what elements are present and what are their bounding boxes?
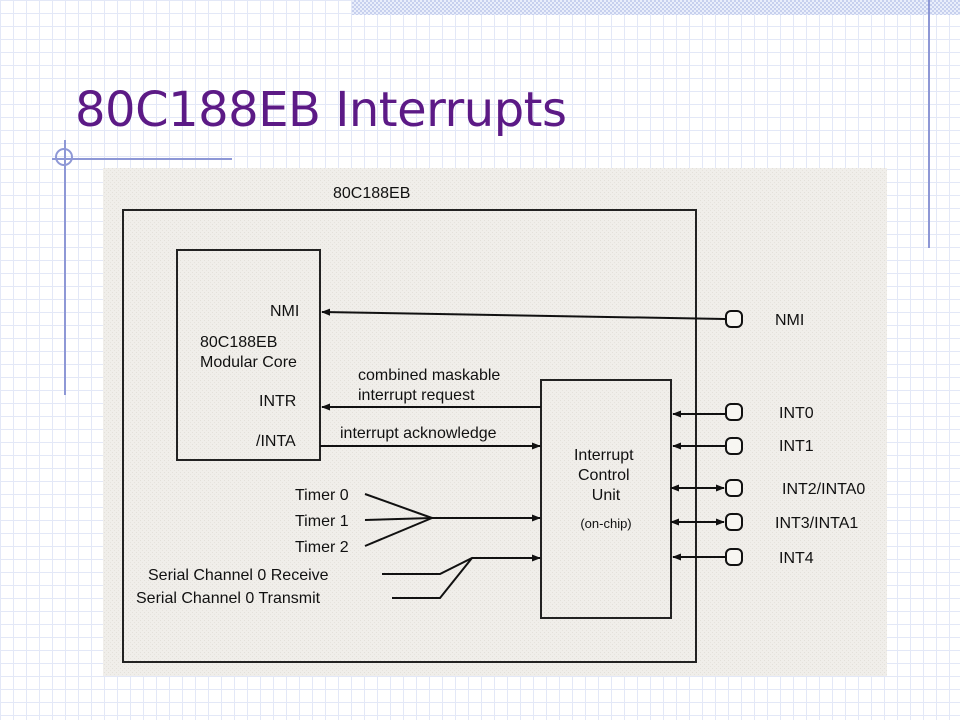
core-pin-intr: INTR: [259, 393, 296, 410]
serial-transmit-line: [392, 557, 473, 599]
icu-box: [540, 379, 672, 619]
right-accent-rule: [928, 0, 930, 248]
source-timer-1: Timer 1: [295, 513, 349, 530]
core-label-line-1: 80C188EB: [200, 334, 277, 351]
core-label-line-2: Modular Core: [200, 354, 297, 371]
source-timer-2: Timer 2: [295, 539, 349, 556]
title-bullet-circle: [55, 148, 73, 166]
timer-0-line: [364, 493, 433, 519]
inta-signal-label: interrupt acknowledge: [340, 425, 497, 442]
pin-label-int2: INT2/INTA0: [782, 481, 865, 498]
core-label: 80C188EB Modular Core: [200, 334, 297, 371]
intr-signal-label-line-2: interrupt request: [358, 387, 475, 404]
intr-signal-label-line-1: combined maskable: [358, 367, 500, 384]
serial-receive-line: [382, 554, 541, 575]
pin-square-int3: [725, 513, 743, 531]
intr-signal-label: combined maskable interrupt request: [358, 367, 505, 404]
pin-square-nmi: [725, 310, 743, 328]
pin-label-nmi: NMI: [775, 312, 804, 329]
core-pin-nmi: NMI: [270, 303, 299, 320]
pin-label-int0: INT0: [779, 405, 814, 422]
icu-label: Interrupt Control Unit: [574, 447, 638, 504]
pin-label-int3: INT3/INTA1: [775, 515, 858, 532]
pin-square-int4: [725, 548, 743, 566]
core-pin-inta: /INTA: [256, 433, 296, 450]
source-serial-receive: Serial Channel 0 Receive: [148, 567, 329, 584]
timer-1-line: [364, 517, 433, 521]
chip-boundary: [122, 209, 697, 663]
pin-label-int4: INT4: [779, 550, 814, 567]
chip-label: 80C188EB: [333, 185, 410, 202]
slide-title: 80C188EB Interrupts: [75, 82, 567, 138]
left-accent-rule: [64, 140, 66, 395]
icu-label-line-3: Unit: [592, 487, 621, 504]
core-box: [176, 249, 321, 461]
pin-square-int2: [725, 479, 743, 497]
timer-2-line: [364, 517, 433, 547]
pin-square-int1: [725, 437, 743, 455]
top-decorative-band: [352, 0, 960, 15]
source-serial-transmit: Serial Channel 0 Transmit: [136, 590, 321, 607]
pin-label-int1: INT1: [779, 438, 814, 455]
nmi-arrow: [321, 308, 726, 320]
source-timer-0: Timer 0: [295, 487, 349, 504]
icu-note: (on-chip): [580, 516, 631, 531]
pin-square-int0: [725, 403, 743, 421]
title-underline-rule: [52, 158, 232, 160]
icu-label-line-2: Control: [578, 467, 630, 484]
figure-background: [103, 168, 887, 676]
icu-label-line-1: Interrupt: [574, 447, 634, 464]
